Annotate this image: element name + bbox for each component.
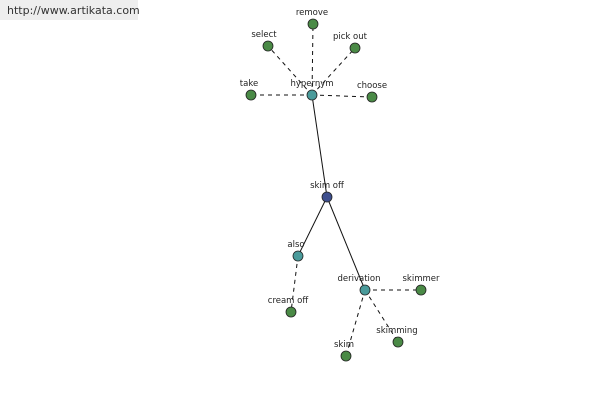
node-derivation[interactable]: derivation	[337, 274, 381, 296]
edge-skim_off-hypernym	[311, 94, 328, 198]
edge-hypernym-choose	[311, 94, 373, 98]
node-circle-cream_off[interactable]	[285, 306, 297, 318]
node-skimming[interactable]: skimming	[376, 326, 418, 348]
node-label-derivation: derivation	[337, 274, 380, 284]
node-remove[interactable]: remove	[296, 8, 328, 30]
node-skim[interactable]: skim	[334, 340, 354, 362]
node-label-skimmer: skimmer	[403, 274, 441, 284]
node-circle-derivation[interactable]	[359, 284, 371, 296]
node-label-skim_off: skim off	[310, 181, 345, 191]
node-circle-skimmer[interactable]	[415, 284, 427, 296]
node-label-take: take	[240, 79, 258, 89]
edge-also-cream_off	[290, 255, 299, 313]
node-label-choose: choose	[357, 81, 387, 91]
edge-derivation-skim	[345, 289, 366, 357]
edge-skim_off-also	[297, 196, 328, 257]
node-cream_off[interactable]: cream off	[268, 296, 310, 318]
node-circle-remove[interactable]	[307, 18, 319, 30]
node-label-remove: remove	[296, 8, 328, 18]
edge-skim_off-derivation	[326, 196, 366, 291]
edge-derivation-skimming	[364, 289, 399, 343]
edge-hypernym-select	[267, 45, 313, 96]
edges-layer	[251, 23, 421, 357]
node-circle-skim_off[interactable]	[321, 191, 333, 203]
node-label-cream_off: cream off	[268, 296, 310, 306]
nodes-layer: skim off hypernym also derivation remove sele…	[240, 8, 441, 362]
node-skimmer[interactable]: skimmer	[403, 274, 441, 296]
node-circle-hypernym[interactable]	[306, 89, 318, 101]
node-circle-pick_out[interactable]	[349, 42, 361, 54]
node-circle-take[interactable]	[245, 89, 257, 101]
node-label-skim: skim	[334, 340, 354, 350]
edge-hypernym-remove	[311, 23, 314, 96]
node-label-select: select	[251, 30, 277, 40]
node-circle-skim[interactable]	[340, 350, 352, 362]
node-label-pick_out: pick out	[333, 32, 368, 42]
node-label-also: also	[287, 240, 304, 250]
node-circle-select[interactable]	[262, 40, 274, 52]
watermark-url: http://www.artikata.com	[7, 4, 140, 17]
node-take[interactable]: take	[240, 79, 258, 101]
node-also[interactable]: also	[287, 240, 305, 262]
node-pick_out[interactable]: pick out	[333, 32, 368, 54]
node-circle-also[interactable]	[292, 250, 304, 262]
node-skim_off[interactable]: skim off	[310, 181, 345, 203]
node-hypernym[interactable]: hypernym	[290, 79, 334, 101]
node-circle-choose[interactable]	[366, 91, 378, 103]
edge-hypernym-pick_out	[311, 47, 356, 96]
node-label-hypernym: hypernym	[290, 79, 333, 89]
watermark-bar: http://www.artikata.com	[0, 0, 140, 20]
node-select[interactable]: select	[251, 30, 277, 52]
node-circle-skimming[interactable]	[392, 336, 404, 348]
node-label-skimming: skimming	[376, 326, 417, 336]
node-choose[interactable]: choose	[357, 81, 387, 103]
